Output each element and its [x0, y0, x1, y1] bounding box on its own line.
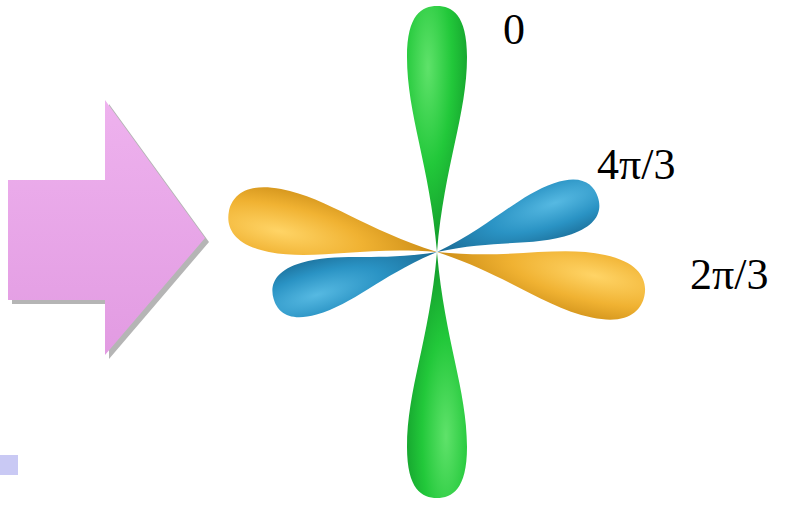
green-lobe [407, 6, 467, 252]
phase-label: 4π/3 [597, 143, 675, 187]
green-lobe [407, 252, 467, 498]
yellow-lobe [223, 180, 443, 283]
phase-label: 2π/3 [690, 253, 768, 297]
corner-square [0, 455, 18, 475]
pink-arrow [8, 100, 205, 355]
yellow-lobe [430, 221, 651, 328]
phase-label: 0 [503, 8, 525, 52]
